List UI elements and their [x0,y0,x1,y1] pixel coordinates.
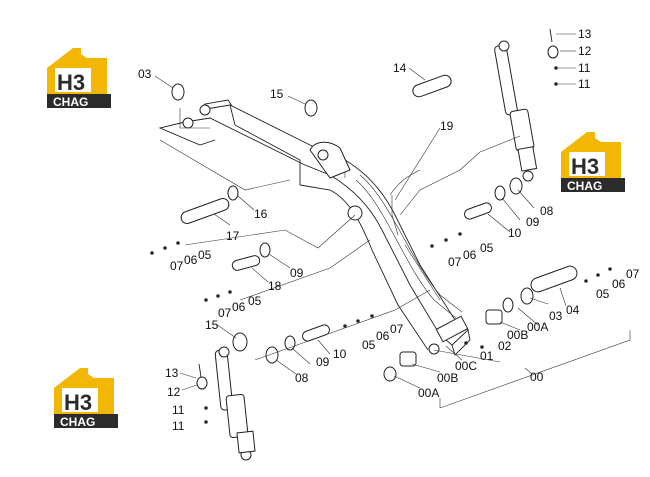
label-11: 11 [172,419,185,433]
label-05: 05 [198,248,212,262]
label-05: 05 [596,287,610,301]
label-03: 03 [138,67,152,81]
label-18: 18 [268,279,282,293]
label-08: 08 [540,204,554,218]
label-12: 12 [578,44,592,58]
label-06: 06 [184,253,198,267]
label-03: 03 [549,309,563,323]
label-07: 07 [170,259,184,273]
cylinder-bottom-left [214,346,256,461]
label-05: 05 [248,294,262,308]
label-09: 09 [290,266,304,280]
logo-name: CHAG [60,415,95,429]
boom-arm [158,99,471,356]
brand-logo-top-left: H3 CHAG [47,48,111,109]
logo-name: CHAG [567,179,602,193]
label-00B: 00B [437,371,458,385]
label-11: 11 [578,61,591,75]
label-09: 09 [316,355,330,369]
leader-lines [154,33,631,409]
label-05: 05 [480,241,494,255]
label-16: 16 [254,207,268,221]
label-17: 17 [226,229,240,243]
label-10: 10 [333,347,347,361]
logo-mark: H3 [571,154,599,179]
label-14: 14 [393,61,407,75]
small-parts [150,28,612,424]
label-19: 19 [440,119,454,133]
logo-name: CHAG [53,95,88,109]
label-13: 13 [165,366,179,380]
label-05: 05 [362,338,376,352]
label-13: 13 [578,27,592,41]
brand-logo-right: H3 CHAG [561,132,625,193]
boom-end-block [433,315,501,363]
label-06: 06 [232,300,246,314]
label-00A: 00A [418,386,439,400]
label-07: 07 [448,255,462,269]
label-00B: 00B [507,328,528,342]
label-08: 08 [295,371,309,385]
label-11: 11 [578,77,591,91]
cylinder-top-right [494,40,538,182]
label-06: 06 [376,329,390,343]
label-07: 07 [626,267,640,281]
logo-mark: H3 [57,70,85,95]
label-06: 06 [463,248,477,262]
label-01: 01 [480,349,494,363]
label-07: 07 [390,322,404,336]
label-06: 06 [612,277,626,291]
part-labels: 03 14 15 19 13 12 11 11 16 17 05 06 07 0… [138,27,640,433]
label-15: 15 [270,87,284,101]
label-00A: 00A [527,320,548,334]
label-09: 09 [526,215,540,229]
label-07: 07 [218,306,232,320]
mounting-lines [159,108,521,361]
label-00C: 00C [455,359,477,373]
label-11: 11 [172,403,185,417]
label-15: 15 [205,318,219,332]
logo-mark: H3 [64,390,92,415]
brand-logo-bottom-left: H3 CHAG [54,368,118,429]
label-04: 04 [566,303,580,317]
label-02: 02 [498,339,512,353]
label-10: 10 [508,226,522,240]
label-00: 00 [530,370,544,384]
label-12: 12 [167,385,181,399]
pin-14 [412,74,452,98]
